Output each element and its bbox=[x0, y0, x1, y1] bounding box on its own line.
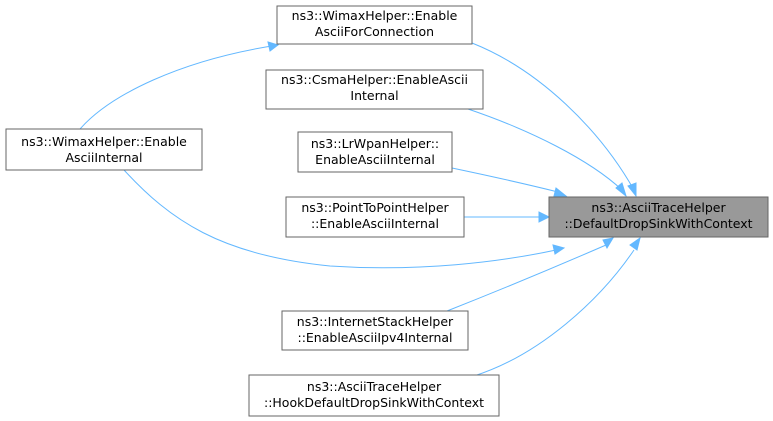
node-csma-enable-ascii-internal[interactable]: ns3::CsmaHelper::EnableAscii Internal bbox=[265, 69, 484, 110]
node-label-line1: ns3::CsmaHelper::EnableAscii bbox=[281, 72, 468, 87]
edge-internet-to-target bbox=[446, 237, 615, 312]
edge-wimax-internal-to-target bbox=[123, 169, 566, 269]
node-wimax-enable-ascii-internal[interactable]: ns3::WimaxHelper::Enable AsciiInternal bbox=[5, 128, 203, 171]
node-label-line2: ::EnableAsciiIpv4Internal bbox=[297, 330, 452, 345]
node-lrwpan-enable-ascii-internal[interactable]: ns3::LrWpanHelper:: EnableAsciiInternal bbox=[297, 131, 453, 173]
node-label-line2: AsciiForConnection bbox=[315, 24, 434, 39]
node-label-line2: EnableAsciiInternal bbox=[315, 152, 435, 167]
node-p2p-enable-ascii-internal[interactable]: ns3::PointToPointHelper ::EnableAsciiInt… bbox=[285, 196, 465, 238]
node-label-line1: ns3::WimaxHelper::Enable bbox=[292, 8, 458, 23]
node-label-line2: Internal bbox=[350, 88, 398, 103]
edge-wimax-connection-to-target bbox=[471, 42, 637, 198]
node-hook-default-drop-sink-with-context[interactable]: ns3::AsciiTraceHelper ::HookDefaultDropS… bbox=[248, 374, 500, 417]
node-label-line1: ns3::AsciiTraceHelper bbox=[591, 200, 726, 215]
node-label-line1: ns3::PointToPointHelper bbox=[301, 200, 449, 215]
node-internet-stack-enable-ascii-ipv4-internal[interactable]: ns3::InternetStackHelper ::EnableAsciiIp… bbox=[281, 310, 469, 351]
edge-p2p-to-target bbox=[464, 211, 551, 223]
node-default-drop-sink-with-context[interactable]: ns3::AsciiTraceHelper ::DefaultDropSinkW… bbox=[548, 196, 769, 238]
node-label-line1: ns3::InternetStackHelper bbox=[297, 314, 454, 329]
node-label-line2: ::EnableAsciiInternal bbox=[311, 216, 439, 231]
node-label-line1: ns3::LrWpanHelper:: bbox=[311, 136, 439, 151]
edge-csma-to-target bbox=[467, 108, 627, 198]
node-label-line2: ::DefaultDropSinkWithContext bbox=[564, 216, 752, 231]
node-wimax-enable-ascii-for-connection[interactable]: ns3::WimaxHelper::Enable AsciiForConnect… bbox=[276, 5, 473, 45]
node-label-line1: ns3::WimaxHelper::Enable bbox=[21, 134, 187, 149]
edge-lrwpan-to-target bbox=[451, 167, 568, 197]
edge-wimax-internal-to-wimax-connection bbox=[79, 41, 280, 130]
node-label-line1: ns3::AsciiTraceHelper bbox=[307, 379, 442, 394]
node-label-line2: AsciiInternal bbox=[65, 150, 142, 165]
node-label-line2: ::HookDefaultDropSinkWithContext bbox=[264, 395, 484, 410]
edge-hook-to-target bbox=[473, 236, 641, 377]
